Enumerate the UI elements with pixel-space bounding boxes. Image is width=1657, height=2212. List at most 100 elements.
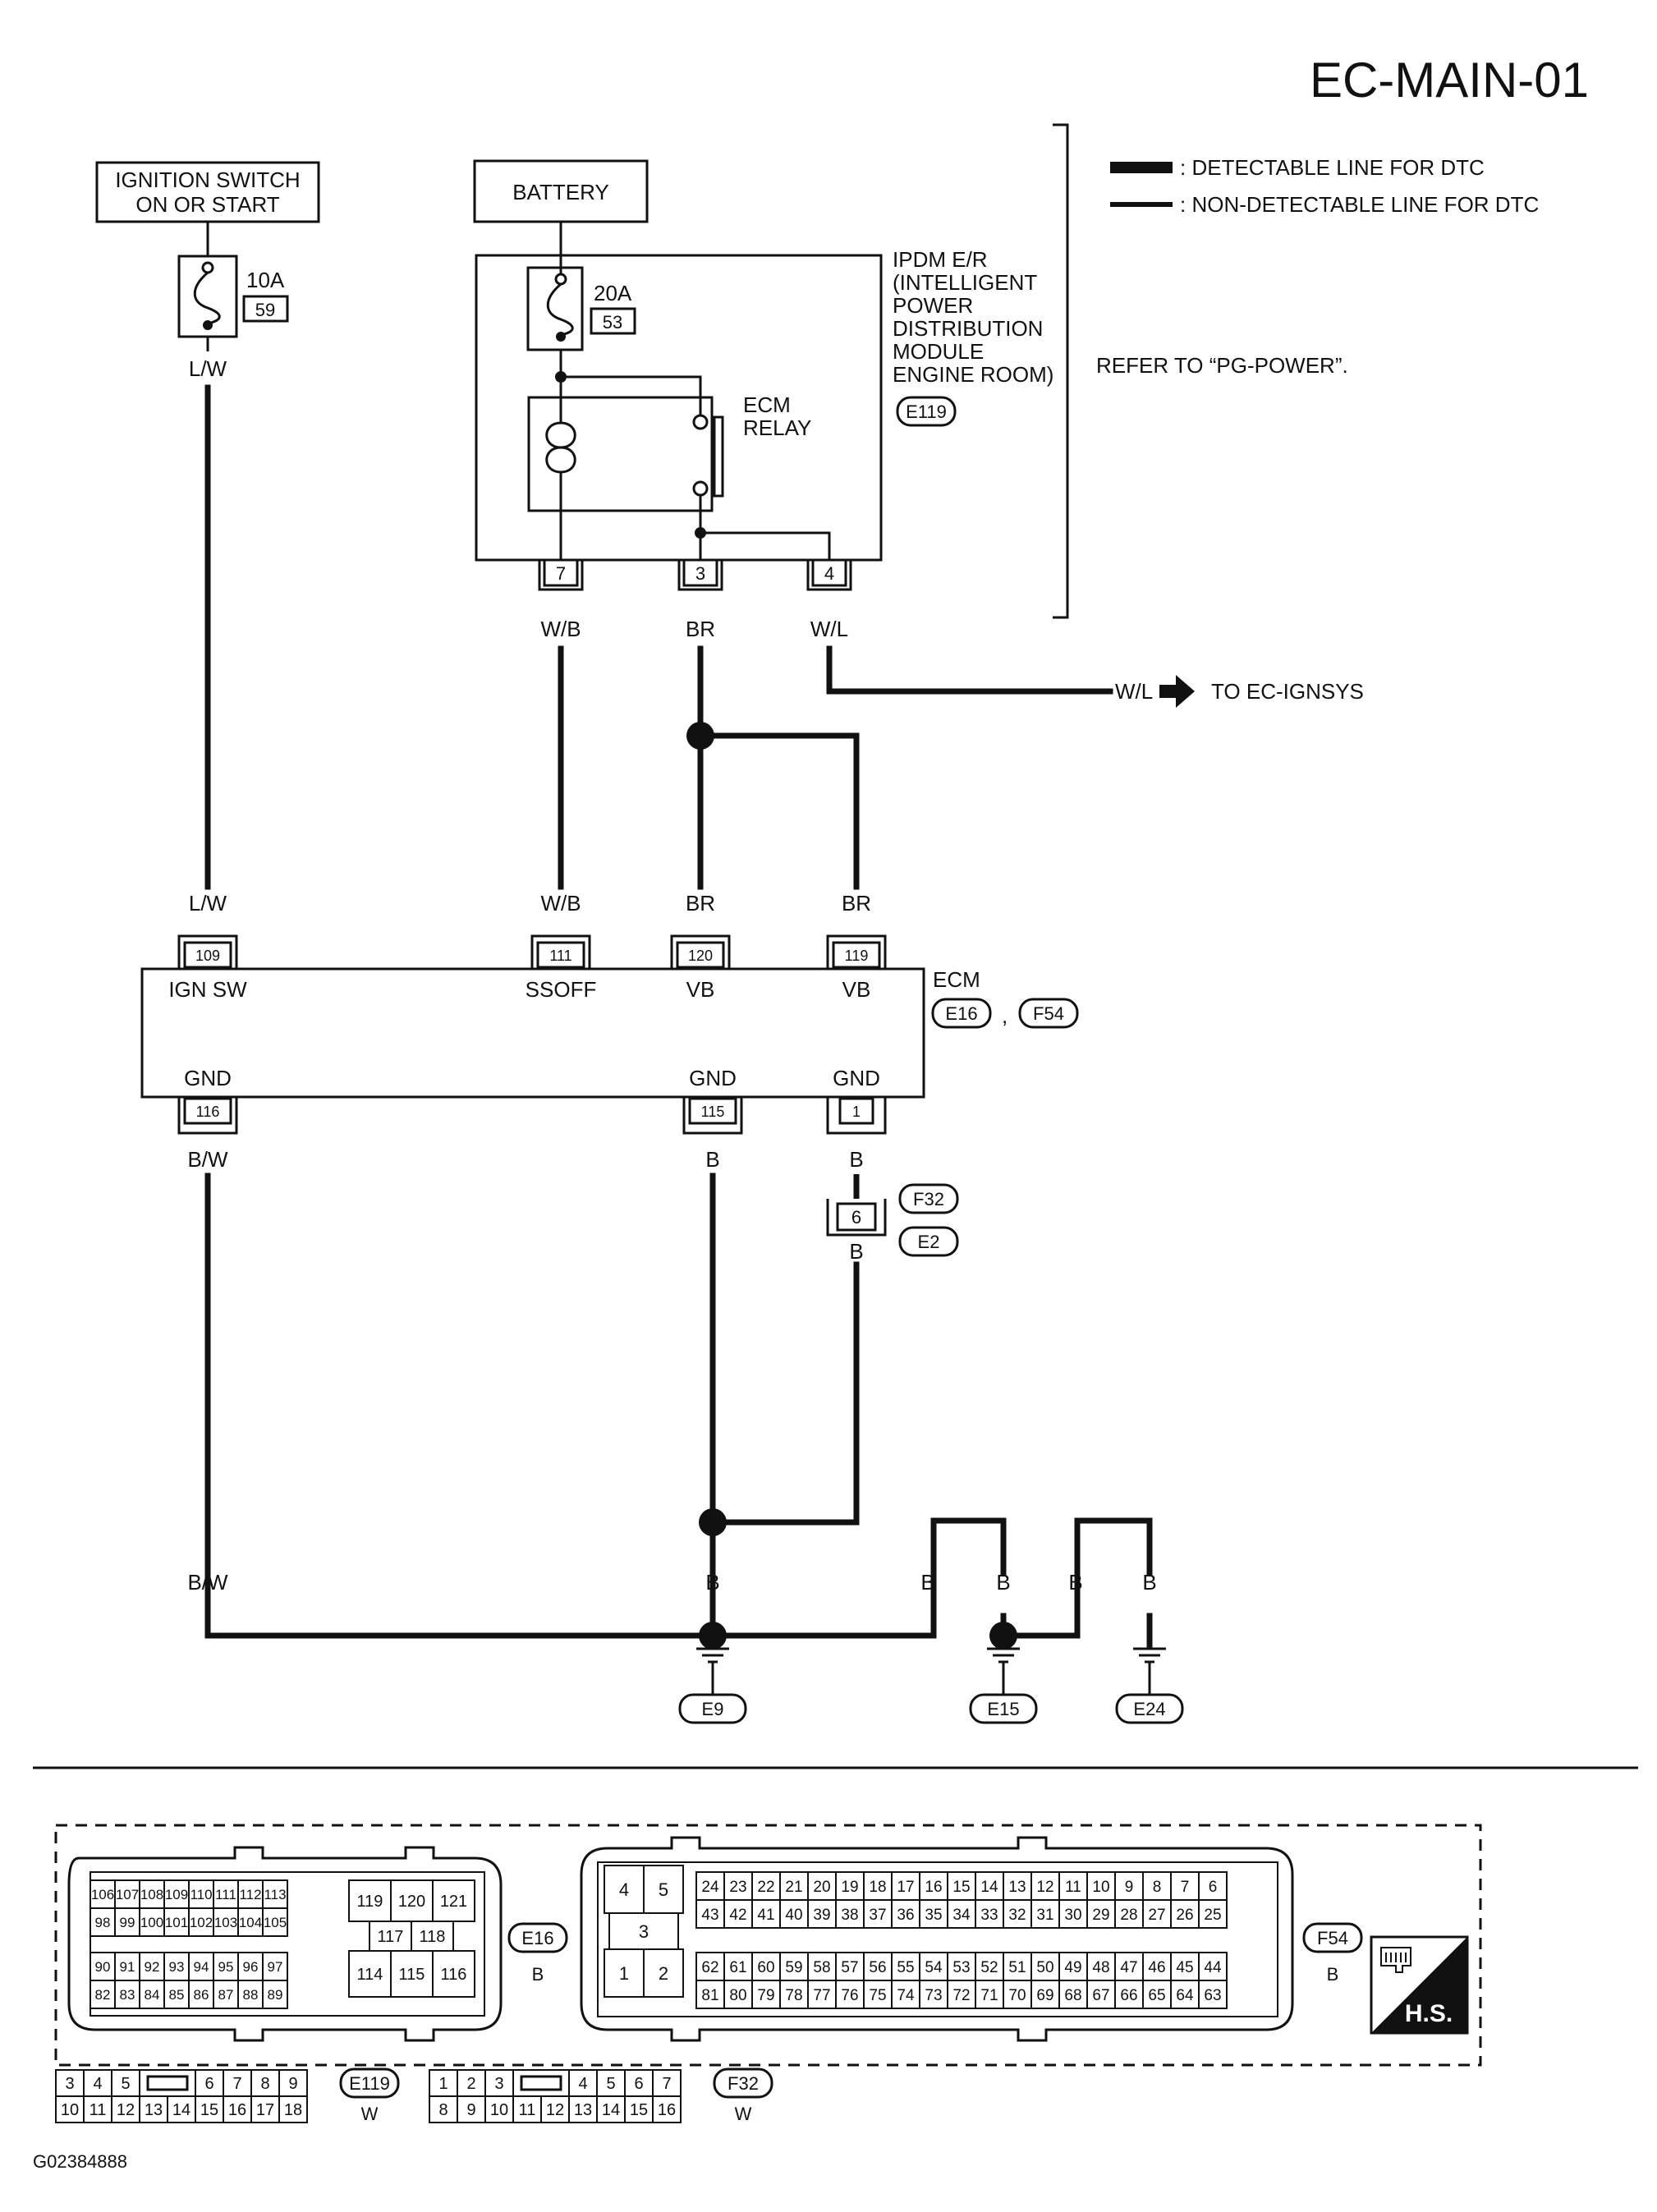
pin-number: 15	[630, 2101, 648, 2119]
diagram-id: G02384888	[33, 2151, 127, 2172]
joint-connector-6: 6	[826, 1199, 887, 1237]
pin-number: 46	[1148, 1959, 1165, 1976]
pin-number: 23	[729, 1879, 746, 1896]
pin-number: 33	[980, 1907, 998, 1924]
pin-number: 117	[378, 1928, 404, 1946]
pin-number: 54	[925, 1959, 943, 1976]
pin-number: 14	[602, 2101, 620, 2119]
ecm-pin-116: 116	[177, 1097, 238, 1135]
pin-number: 42	[729, 1907, 746, 1924]
wire-label-b-ground-4: B	[1068, 1570, 1082, 1595]
ipdm-label-4: DISTRIBUTION	[893, 316, 1043, 341]
pin-number: 120	[398, 1893, 425, 1911]
pin-number: 118	[420, 1928, 446, 1946]
pin-number: 104	[239, 1915, 262, 1930]
ipdm-pin-3-label: 3	[695, 563, 705, 584]
wire-label-b-ecm-1: B	[705, 1147, 719, 1172]
pin-number: 94	[194, 1959, 209, 1975]
relay-switch-bar	[713, 415, 724, 498]
hs-label: H.S.	[1405, 2000, 1453, 2027]
pin-number: 5	[121, 2075, 130, 2093]
ecm-pin-111: 111	[530, 934, 591, 969]
pin-number: 16	[658, 2101, 676, 2119]
ipdm-connector: E119	[906, 402, 947, 422]
pin-number: 74	[897, 1987, 915, 2004]
wire-label-lw-ecm: L/W	[189, 891, 227, 916]
f32-color: W	[735, 2104, 752, 2124]
pin-number: 16	[925, 1879, 942, 1896]
harness-side-icon: H.S.	[1370, 1935, 1469, 2035]
f32-label: F32	[728, 2073, 759, 2094]
pin-number: 26	[1176, 1907, 1193, 1924]
pin-number: 44	[1204, 1959, 1222, 1976]
ecm-connector-badge-e16	[931, 998, 992, 1029]
pin-number: 67	[1092, 1987, 1109, 2004]
legend-detectable: : DETECTABLE LINE FOR DTC	[1180, 155, 1485, 180]
pin-number: 100	[140, 1915, 163, 1930]
ipdm-bracket	[1053, 123, 1069, 619]
pin-number: 18	[284, 2101, 302, 2119]
pin-number: 28	[1120, 1907, 1137, 1924]
pin-cell	[643, 1948, 684, 1998]
ground-label-e24: E24	[1133, 1699, 1165, 1719]
joint-connector-f32: F32	[913, 1189, 944, 1209]
pin-number: 10	[490, 2101, 508, 2119]
ecm-pin-1: 1	[826, 1097, 887, 1135]
joint-badge-e2	[898, 1226, 959, 1257]
pin-number: 60	[757, 1959, 774, 1976]
ground-label-e9: E9	[702, 1699, 724, 1719]
wire-label-bw-ecm: B/W	[187, 1147, 228, 1172]
ecm-pin-115: 115	[682, 1097, 743, 1135]
ecm-connector-sep: ,	[1002, 1003, 1008, 1028]
ecm-pin-label-gnd-1: GND	[184, 1066, 232, 1090]
pin-number: 16	[228, 2101, 246, 2119]
wire-label-wl-right: W/L	[1115, 679, 1153, 704]
pin-number: 52	[980, 1959, 998, 1976]
ecm-pin-label-ssoff: SSOFF	[526, 977, 597, 1002]
pin-number: 41	[757, 1907, 774, 1924]
wire-label-b-joint: B	[849, 1239, 863, 1264]
pin-number: 6	[634, 2075, 643, 2093]
pin-number: 34	[952, 1907, 971, 1924]
joint-badge-f32	[898, 1183, 959, 1214]
pin-number: 66	[1120, 1987, 1137, 2004]
ecm-pin-label-ign-sw: IGN SW	[168, 977, 247, 1002]
ground-label-e15: E15	[987, 1699, 1019, 1719]
gnd-splice-node-2	[699, 1622, 727, 1650]
pin-number: 71	[980, 1987, 998, 2004]
wire-label-b-ground-2: B	[920, 1570, 934, 1595]
wire-label-lw-top: L/W	[189, 356, 227, 381]
ecm-pin-label-gnd-2: GND	[689, 1066, 737, 1090]
pin-cell	[262, 1980, 288, 2009]
pin-number: 1	[438, 2075, 448, 2093]
ipdm-pin-4: 4	[806, 558, 852, 591]
ground-icon	[987, 1647, 1020, 1664]
pin-number: 102	[190, 1915, 213, 1930]
pin-number: 112	[239, 1887, 261, 1902]
pin-number: 88	[243, 1987, 259, 2003]
wire-label-wl-top: W/L	[810, 617, 848, 641]
pin-number: 70	[1008, 1987, 1026, 2004]
pin-number: 59	[785, 1959, 802, 1976]
pin-number: 12	[1036, 1879, 1053, 1896]
wire-label-wb-top: W/B	[540, 617, 581, 641]
pin-number: 5	[659, 1879, 668, 1900]
ipdm-connector-badge	[896, 396, 957, 427]
pin-number: 62	[701, 1959, 718, 1976]
pin-number: 93	[169, 1959, 185, 1975]
detectable-wires	[204, 384, 1153, 1650]
ecm-pin-109: 109	[177, 934, 238, 969]
pin-number: 7	[1181, 1879, 1190, 1896]
pin-number: 72	[952, 1987, 970, 2004]
ecm-box	[140, 967, 925, 1099]
pin-number: 9	[466, 2101, 475, 2119]
pin-number: 96	[243, 1959, 259, 1975]
wire-label-br-ecm-2: BR	[842, 891, 871, 916]
battery-label: BATTERY	[512, 180, 609, 204]
pin-number: 45	[1176, 1959, 1193, 1976]
pin-number: 113	[264, 1887, 286, 1902]
pin-number: 12	[546, 2101, 564, 2119]
pin-number: 119	[357, 1893, 383, 1911]
